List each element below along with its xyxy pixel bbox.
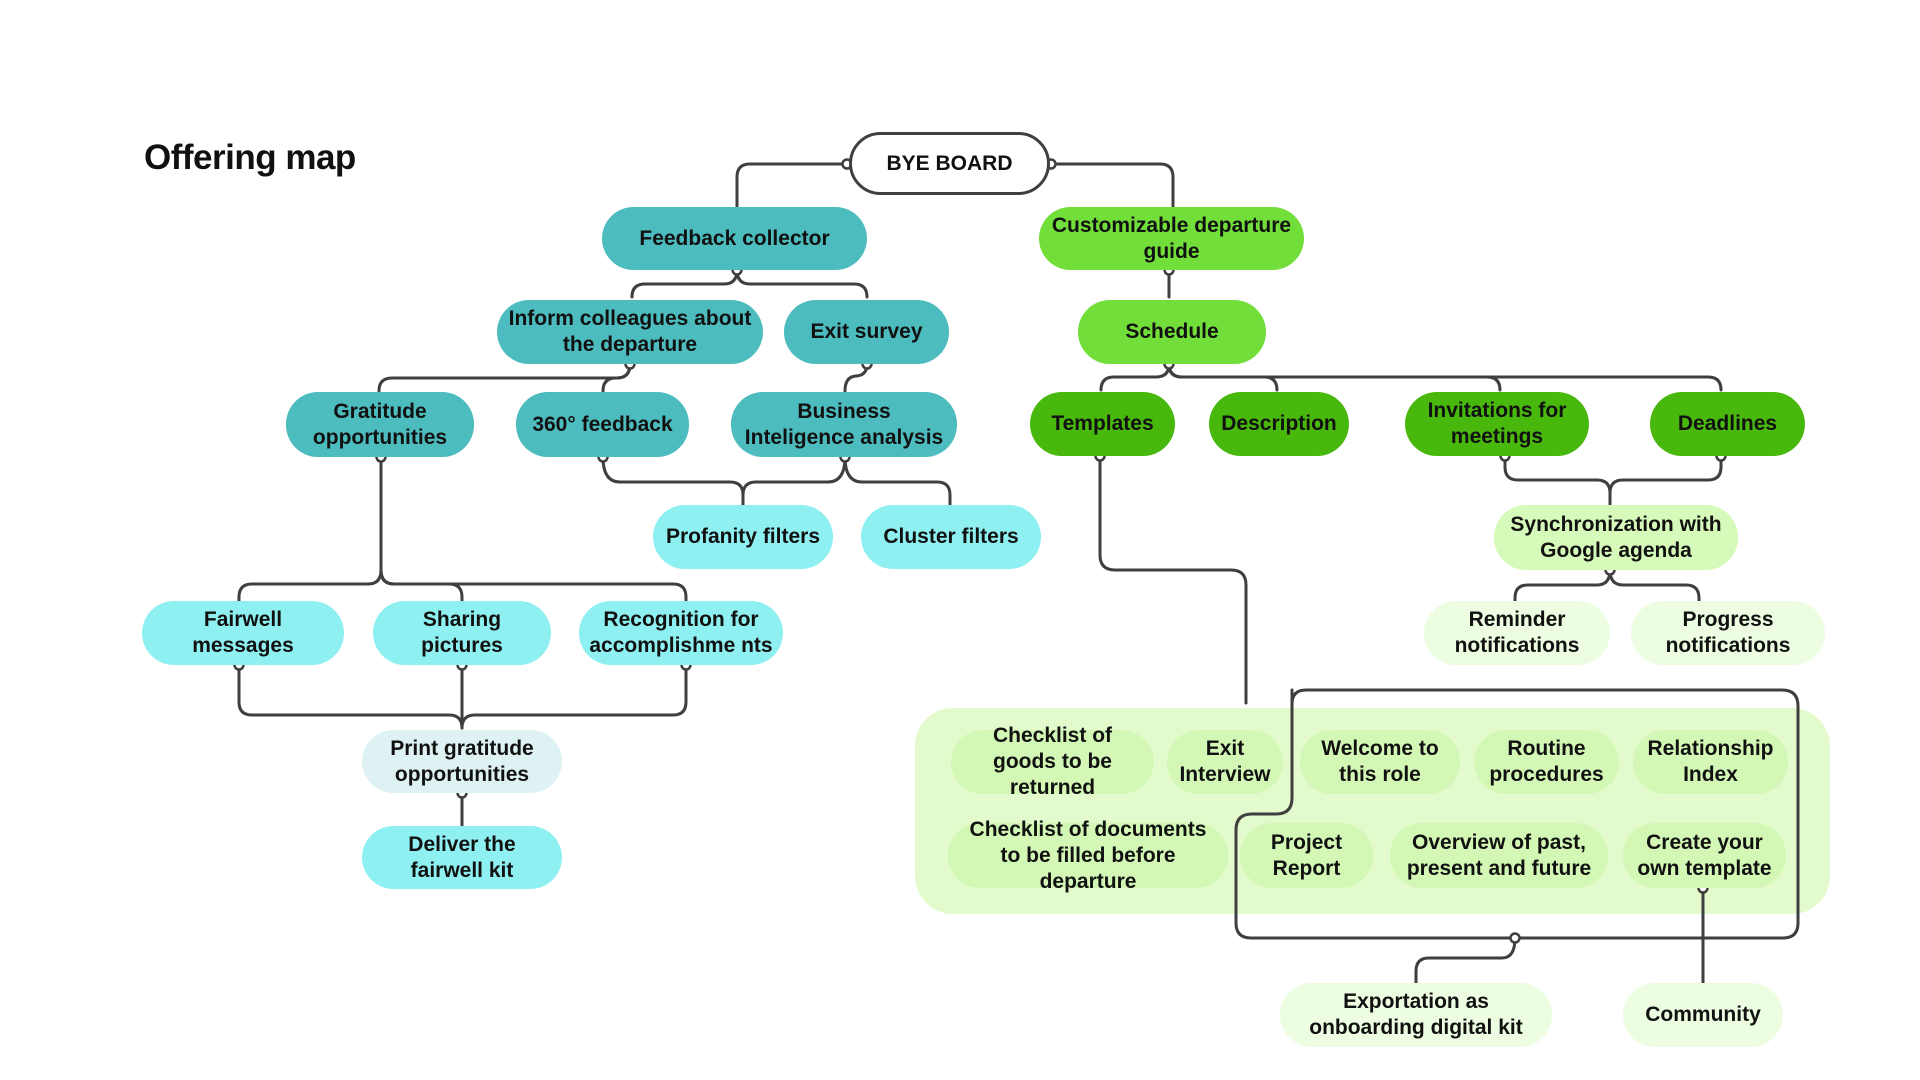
- node-reminder-notifications[interactable]: Reminder notifications: [1424, 601, 1610, 665]
- connector-bi-cluster: [843, 455, 952, 507]
- node-360-feedback[interactable]: 360° feedback: [516, 392, 689, 457]
- connector-360-filters: [601, 455, 745, 507]
- template-overview[interactable]: Overview of past, present and future: [1390, 823, 1608, 888]
- template-checklist-of-documents[interactable]: Checklist of documents to be filled befo…: [948, 818, 1228, 893]
- connector-bi-profanity: [741, 455, 847, 497]
- node-recognition-accomplishments[interactable]: Recognition for accomplishme nts: [579, 601, 783, 665]
- node-deliver-fairwell-kit[interactable]: Deliver the fairwell kit: [362, 826, 562, 889]
- node-community[interactable]: Community: [1623, 983, 1783, 1047]
- connector-schedule-deadlines: [1167, 362, 1723, 392]
- node-business-intelligence[interactable]: Business Inteligence analysis: [731, 392, 957, 457]
- node-description[interactable]: Description: [1209, 392, 1349, 456]
- connector-sync-reminder: [1513, 568, 1612, 603]
- connector-feedback-exit: [735, 268, 869, 299]
- page-title: Offering map: [144, 138, 356, 177]
- node-inform-colleagues[interactable]: Inform colleagues about the departure: [497, 300, 763, 364]
- connector-gratitude-down: [237, 455, 383, 603]
- node-exit-survey[interactable]: Exit survey: [784, 300, 949, 364]
- connector-recognition-print: [460, 663, 688, 730]
- connector-deadlines-sync: [1608, 454, 1723, 495]
- template-relationship-index[interactable]: Relationship Index: [1633, 730, 1788, 794]
- connector-root-feedback: [735, 162, 857, 209]
- connector-feedback-inform: [630, 268, 739, 299]
- node-invitations-for-meetings[interactable]: Invitations for meetings: [1405, 392, 1589, 456]
- connector-templates-group: [1098, 454, 1248, 705]
- template-checklist-of-goods[interactable]: Checklist of goods to be returned: [951, 724, 1154, 799]
- node-cluster-filters[interactable]: Cluster filters: [861, 505, 1041, 569]
- connector-inform-gratitude: [377, 362, 632, 393]
- connector-inform-360: [601, 362, 632, 393]
- node-fairwell-messages[interactable]: Fairwell messages: [142, 601, 344, 665]
- node-print-gratitude[interactable]: Print gratitude opportunities: [362, 730, 562, 793]
- connector-group-exportation: [1414, 936, 1517, 985]
- connector-root-guide: [1049, 162, 1175, 209]
- node-progress-notifications[interactable]: Progress notifications: [1631, 601, 1825, 665]
- connector-template-outline: [1234, 688, 1800, 940]
- node-templates[interactable]: Templates: [1030, 392, 1175, 456]
- template-project-report[interactable]: Project Report: [1240, 823, 1373, 888]
- node-customizable-departure-guide[interactable]: Customizable departure guide: [1039, 207, 1304, 270]
- node-profanity-filters[interactable]: Profanity filters: [653, 505, 833, 569]
- connector-sync-progress: [1608, 568, 1701, 603]
- template-create-your-own[interactable]: Create your own template: [1623, 823, 1786, 888]
- connector-invitations-sync: [1503, 454, 1612, 507]
- template-routine-procedures[interactable]: Routine procedures: [1474, 730, 1619, 794]
- node-gratitude-opportunities[interactable]: Gratitude opportunities: [286, 392, 474, 457]
- node-exportation-onboarding-kit[interactable]: Exportation as onboarding digital kit: [1280, 983, 1552, 1047]
- template-exit-interview[interactable]: Exit Interview: [1167, 730, 1283, 794]
- node-sharing-pictures[interactable]: Sharing pictures: [373, 601, 551, 665]
- anchor-dot: [1509, 932, 1521, 944]
- connector-exit-bi: [843, 362, 869, 393]
- node-deadlines[interactable]: Deadlines: [1650, 392, 1805, 456]
- connector-gratitude-recognition: [379, 568, 688, 603]
- node-synchronization-google-agenda[interactable]: Synchronization with Google agenda: [1494, 505, 1738, 570]
- node-feedback-collector[interactable]: Feedback collector: [602, 207, 867, 270]
- connector-schedule-templates: [1099, 362, 1171, 392]
- connector-fairwell-print: [237, 663, 464, 730]
- template-welcome-to-this-role[interactable]: Welcome to this role: [1300, 730, 1460, 794]
- node-schedule[interactable]: Schedule: [1078, 300, 1266, 364]
- root-node-bye-board[interactable]: BYE BOARD: [849, 132, 1050, 195]
